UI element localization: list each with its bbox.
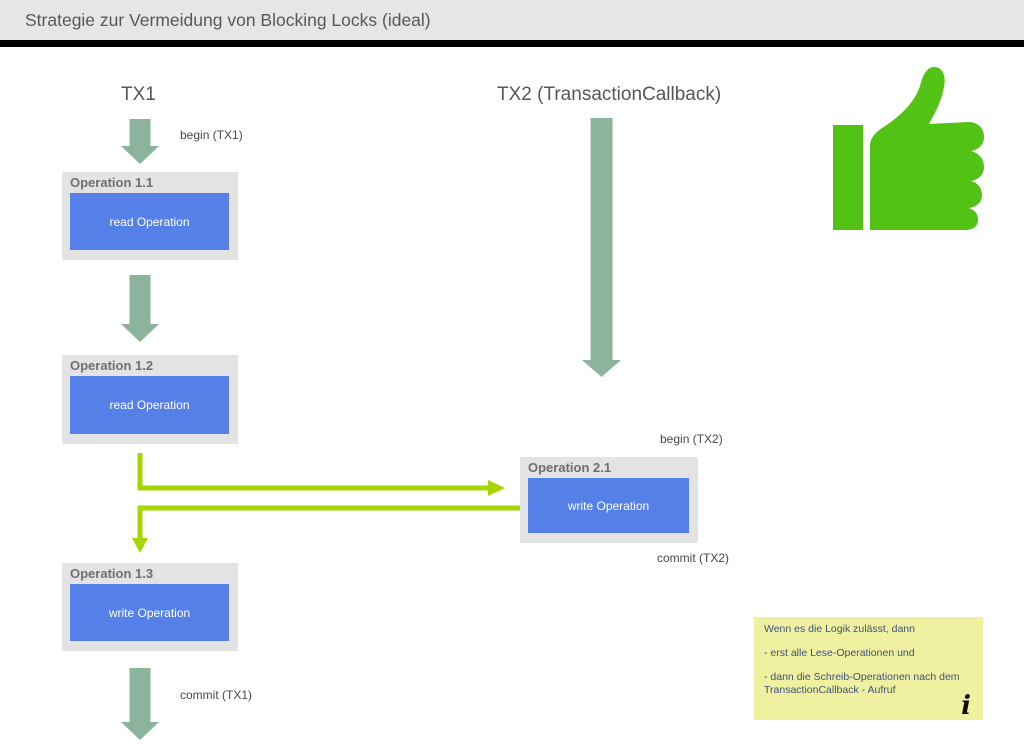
operation-box-1-2: Operation 1.2 read Operation — [62, 355, 238, 444]
note-line-2: - erst alle Lese-Operationen und — [764, 647, 915, 659]
title-bar: Strategie zur Vermeidung von Blocking Lo… — [0, 0, 1024, 40]
label-begin-tx1: begin (TX1) — [180, 128, 243, 142]
connector-arrows-icon — [132, 453, 520, 553]
arrow-down-commit-tx1-icon — [121, 668, 159, 740]
label-commit-tx2: commit (TX2) — [657, 551, 729, 565]
slide-title: Strategie zur Vermeidung von Blocking Lo… — [25, 10, 431, 30]
operation-1-1-action: read Operation — [70, 193, 229, 250]
note-line-3: - dann die Schreib-Operationen nach dem … — [764, 671, 960, 696]
label-begin-tx2: begin (TX2) — [660, 432, 723, 446]
operation-1-3-action: write Operation — [70, 584, 229, 641]
operation-box-1-3: Operation 1.3 write Operation — [62, 563, 238, 651]
operation-2-1-title: Operation 2.1 — [528, 460, 612, 475]
note-line-1: Wenn es die Logik zulässt, dann — [764, 623, 915, 635]
operation-1-1-title: Operation 1.1 — [70, 175, 154, 190]
operation-2-1-action: write Operation — [528, 478, 689, 533]
arrow-down-tx2-icon — [582, 118, 621, 377]
operation-box-1-1: Operation 1.1 read Operation — [62, 172, 238, 260]
info-icon: i — [961, 691, 971, 721]
thumbs-up-icon — [833, 66, 984, 230]
tx1-column-header: TX1 — [121, 84, 156, 105]
operation-1-2-action: read Operation — [70, 376, 229, 434]
operation-1-3-title: Operation 1.3 — [70, 566, 154, 581]
label-commit-tx1: commit (TX1) — [180, 688, 252, 702]
tx2-column-header: TX2 (TransactionCallback) — [497, 84, 722, 105]
arrow-down-begin-tx1-icon — [121, 119, 159, 164]
title-divider — [0, 40, 1024, 47]
sticky-note: Wenn es die Logik zulässt, dann - erst a… — [754, 617, 983, 720]
operation-box-2-1: Operation 2.1 write Operation — [520, 457, 698, 543]
arrow-down-op11-to-op12-icon — [121, 275, 159, 342]
operation-1-2-title: Operation 1.2 — [70, 358, 154, 373]
